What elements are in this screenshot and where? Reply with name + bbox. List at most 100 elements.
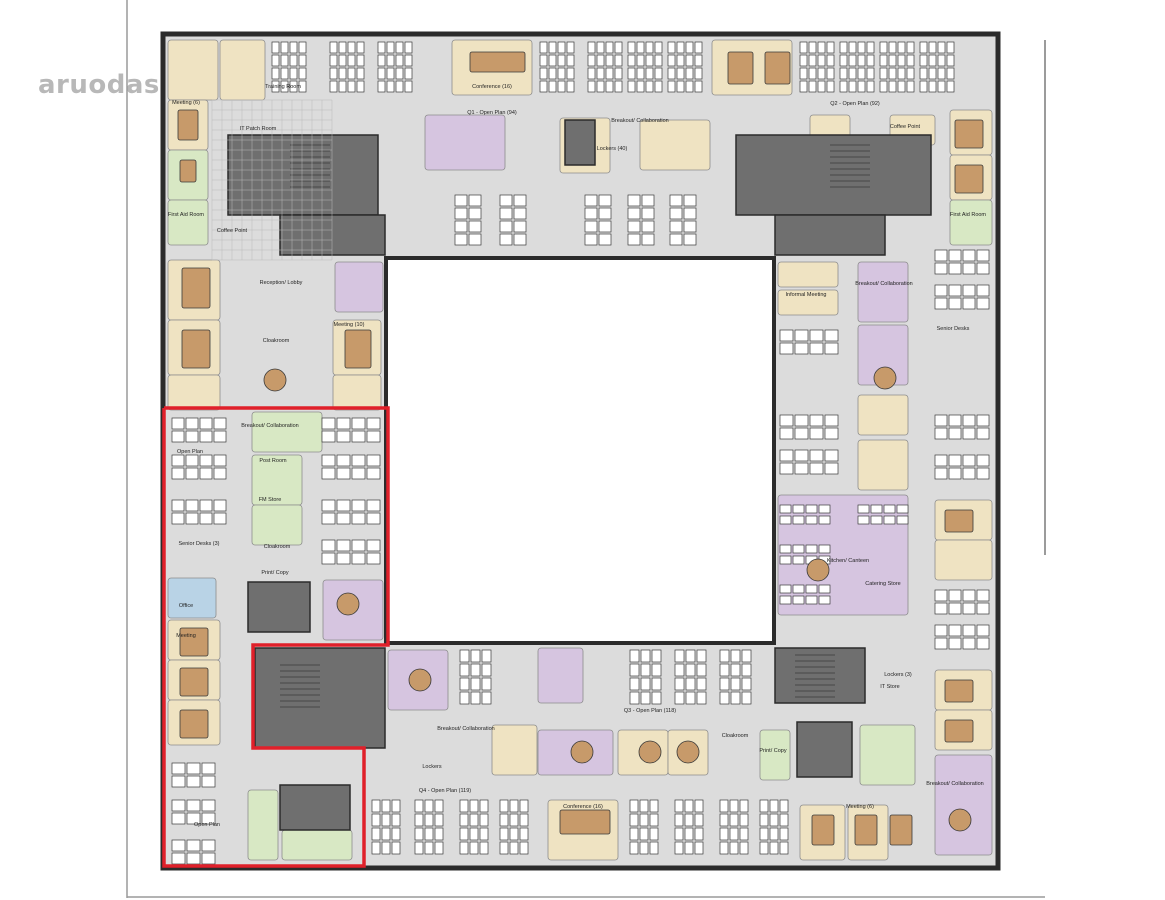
desk: [627, 80, 636, 93]
desk: [470, 649, 481, 663]
desk: [213, 467, 227, 480]
desk: [199, 499, 213, 512]
desk: [298, 67, 307, 80]
desk: [645, 80, 654, 93]
desk: [171, 852, 186, 865]
desk: [289, 67, 298, 80]
desk: [519, 813, 529, 827]
desk: [667, 41, 676, 54]
desk: [404, 54, 413, 67]
room-zone: [167, 374, 221, 411]
desk: [186, 852, 201, 865]
room-label-meeting-br: Meeting (6): [846, 804, 874, 810]
desk: [566, 67, 575, 80]
desk: [719, 691, 730, 705]
desk: [479, 841, 489, 855]
desk: [818, 584, 831, 594]
desk: [794, 427, 809, 440]
desk: [962, 284, 976, 297]
desk: [962, 467, 976, 480]
desk: [779, 342, 794, 355]
room-zone: [934, 539, 993, 581]
desk: [636, 41, 645, 54]
desk: [824, 342, 839, 355]
desk: [976, 414, 990, 427]
desk: [499, 827, 509, 841]
service-core: [279, 784, 351, 831]
desk: [321, 430, 336, 443]
desk: [685, 663, 696, 677]
desk: [566, 80, 575, 93]
desk: [792, 584, 805, 594]
desk: [674, 663, 685, 677]
desk: [629, 649, 640, 663]
desk: [769, 841, 779, 855]
desk: [201, 812, 216, 825]
room-label-q2-open-plan: Q2 - Open Plan (92): [830, 101, 880, 107]
room-label-conference-bottom: Conference (16): [563, 804, 603, 810]
desk: [676, 54, 685, 67]
desk: [596, 54, 605, 67]
desk: [469, 827, 479, 841]
desk: [499, 799, 509, 813]
meeting-table: [179, 667, 209, 697]
desk: [639, 827, 649, 841]
desk: [199, 454, 213, 467]
desk: [928, 80, 937, 93]
meeting-table: [944, 679, 974, 703]
desk: [636, 67, 645, 80]
desk: [934, 249, 948, 262]
desk: [356, 67, 365, 80]
room-label-breakout-collab-br: Breakout/ Collaboration: [926, 781, 983, 787]
desk: [366, 512, 381, 525]
desk: [888, 41, 897, 54]
desk: [539, 67, 548, 80]
desk: [792, 544, 805, 554]
desk: [414, 827, 424, 841]
room-label-office: Office: [179, 603, 193, 609]
room-label-lockers-b: Lockers: [422, 764, 442, 770]
desk: [557, 80, 566, 93]
desk: [769, 799, 779, 813]
desk: [513, 207, 527, 220]
desk: [629, 663, 640, 677]
desk: [934, 427, 948, 440]
desk: [696, 649, 707, 663]
desk: [674, 691, 685, 705]
desk: [962, 249, 976, 262]
desk: [629, 813, 639, 827]
desk: [739, 799, 749, 813]
desk: [584, 207, 598, 220]
desk: [434, 827, 444, 841]
desk: [794, 449, 809, 462]
desk: [685, 54, 694, 67]
desk: [719, 649, 730, 663]
desk: [280, 41, 289, 54]
round-table: [806, 558, 830, 582]
desk: [548, 67, 557, 80]
meeting-table: [181, 329, 211, 369]
desk: [321, 454, 336, 467]
desk: [509, 827, 519, 841]
desk: [289, 80, 298, 93]
desk: [839, 41, 848, 54]
desk: [587, 80, 596, 93]
desk: [404, 80, 413, 93]
desk: [730, 649, 741, 663]
desk: [779, 813, 789, 827]
desk: [598, 194, 612, 207]
round-table: [638, 740, 662, 764]
desk: [513, 220, 527, 233]
desk: [468, 220, 482, 233]
desk: [654, 67, 663, 80]
desk: [946, 41, 955, 54]
desk: [848, 67, 857, 80]
desk: [199, 417, 213, 430]
desk: [645, 41, 654, 54]
desk: [377, 41, 386, 54]
desk: [454, 194, 468, 207]
desk: [857, 54, 866, 67]
desk: [213, 430, 227, 443]
desk: [928, 67, 937, 80]
desk: [741, 663, 752, 677]
